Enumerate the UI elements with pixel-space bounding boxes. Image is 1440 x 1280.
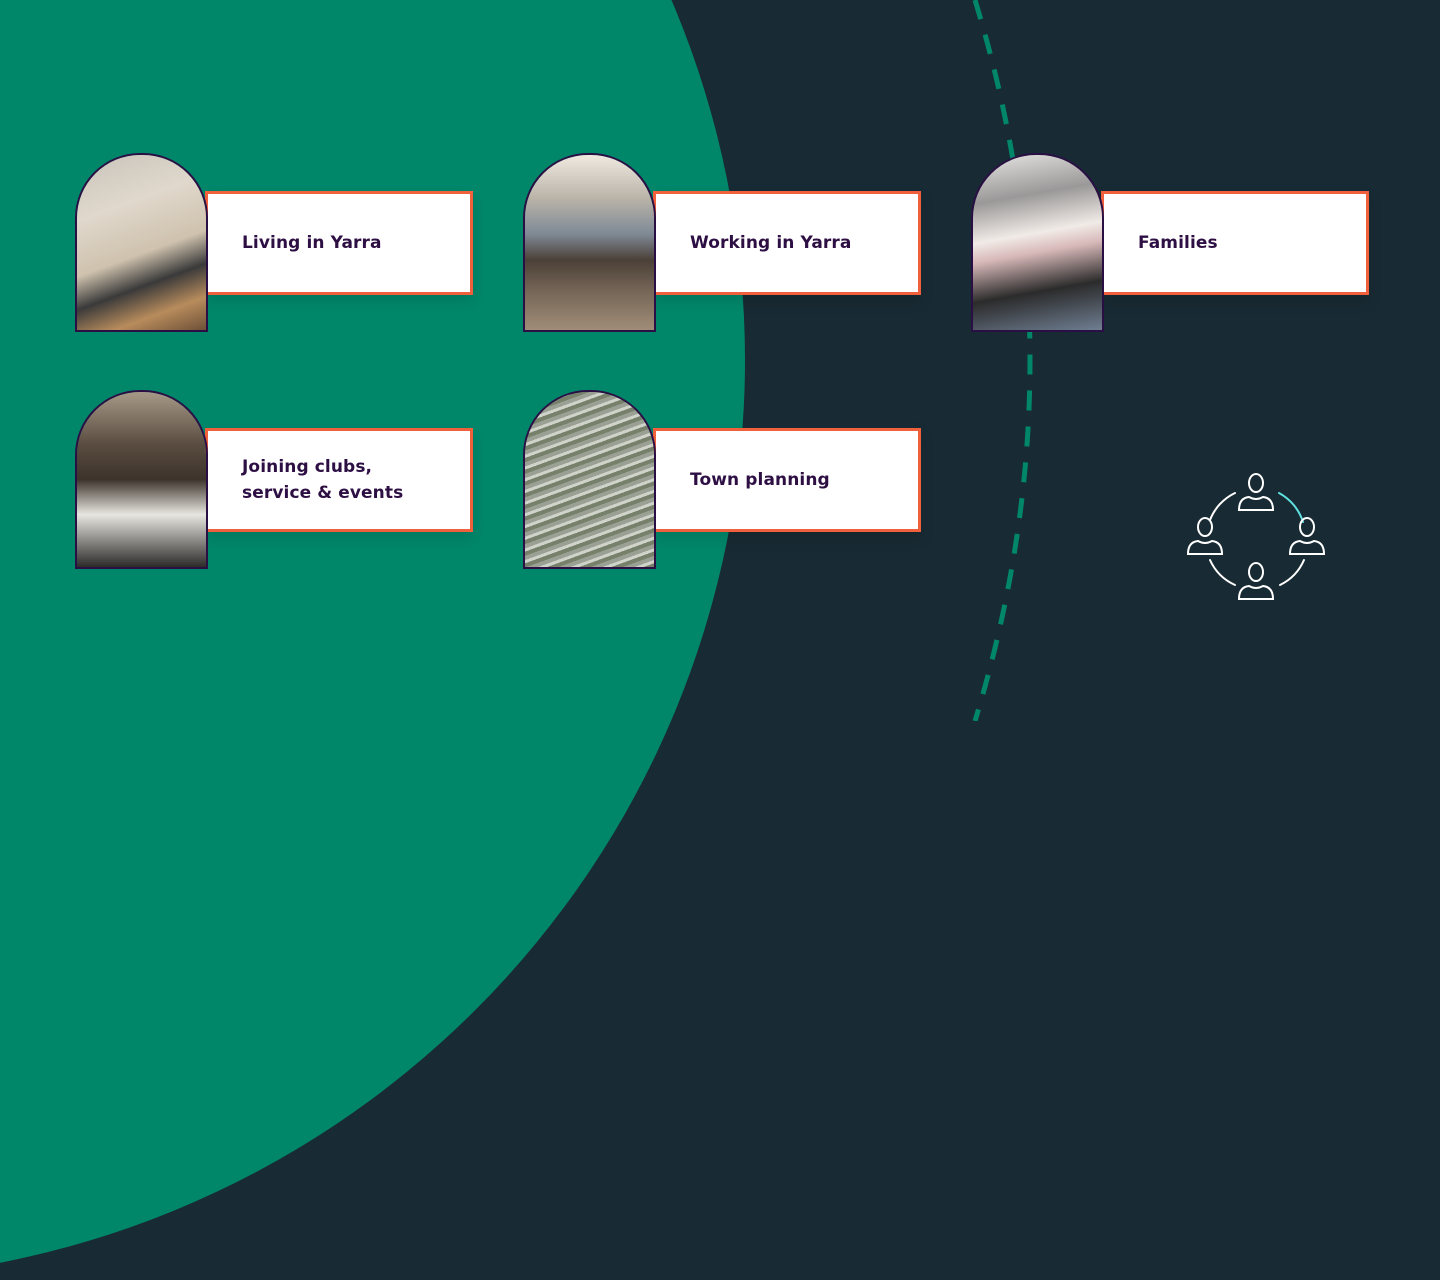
tile-living-in-yarra[interactable]: Living in Yarra: [75, 153, 475, 335]
arch-photo-frame: [75, 153, 208, 332]
family-hugging-photo: [973, 155, 1102, 330]
tile-card[interactable]: Families: [1101, 191, 1369, 295]
aerial-suburb-photo: [525, 392, 654, 567]
community-circle-icon: [1186, 473, 1326, 600]
tile-town-planning[interactable]: Town planning: [523, 390, 923, 572]
tile-working-in-yarra[interactable]: Working in Yarra: [523, 153, 923, 335]
dashed-arc-divider: [972, 0, 1033, 721]
arch-photo-frame: [523, 153, 656, 332]
tile-label: Families: [1138, 233, 1218, 253]
arch-photo-frame: [971, 153, 1104, 332]
tile-card[interactable]: Joining clubs, service & events: [205, 428, 473, 532]
woman-with-dogs-photo: [77, 155, 206, 330]
arch-photo-frame: [75, 390, 208, 569]
tile-card[interactable]: Living in Yarra: [205, 191, 473, 295]
tile-label: Living in Yarra: [242, 233, 382, 253]
tile-label: Town planning: [690, 470, 830, 490]
tile-card[interactable]: Town planning: [653, 428, 921, 532]
concert-crowd-photo: [77, 392, 206, 567]
tile-families[interactable]: Families: [971, 153, 1371, 335]
tile-joining-clubs[interactable]: Joining clubs, service & events: [75, 390, 475, 572]
tile-label: Joining clubs, service & events: [242, 457, 404, 503]
arch-photo-frame: [523, 390, 656, 569]
tile-label: Working in Yarra: [690, 233, 852, 253]
tile-card[interactable]: Working in Yarra: [653, 191, 921, 295]
people-at-laptop-photo: [525, 155, 654, 330]
